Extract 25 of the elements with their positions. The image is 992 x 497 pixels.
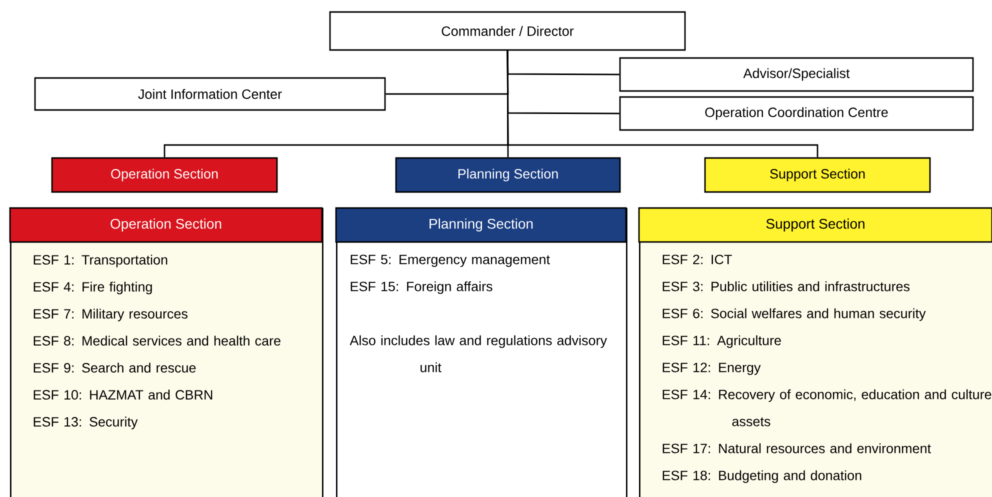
role-box: Advisor/Specialist — [619, 57, 974, 92]
role-box: Joint Information Center — [34, 77, 386, 111]
section-box: Planning Section — [395, 157, 621, 193]
node-label: ESF 10: HAZMAT and CBRN — [34, 390, 212, 400]
function-list: ESF 2: ICT ESF 3: Public utilities and infrastructures ESF 6: Social welfares and human security ESF 11: Agriculture ESF 12: Energy ESF 14: Recovery of economic, education and culture assets ESF 17: Natural resources and environment ESF 18: Budgeting and donation — [662, 254, 992, 483]
node-label: ESF 9: Search and rescue — [34, 362, 196, 373]
panel-header: Support Section — [638, 207, 992, 243]
node-label: Also includes law and regulations advisory unit — [350, 335, 608, 372]
section-box: Operation Section — [51, 157, 278, 193]
function-list: ESF 1: Transportation ESF 4: Fire fighting ESF 7: Military resources ESF 8: Medical services and health care ESF 9: Search and rescue ESF 10: HAZMAT and CBRN ESF 13: Security — [34, 254, 280, 430]
node-label: ESF 1: Transportation — [34, 254, 168, 268]
connector-line — [506, 50, 620, 76]
section-box: Support Section — [704, 157, 931, 193]
node-label: ESF 7: Military resources — [34, 308, 188, 322]
function-list: ESF 5: Emergency management ESF 15: Foreign affairs Also includes law and regulations advisory unit — [350, 254, 607, 372]
node-label: ESF 4: Fire fighting — [34, 282, 152, 294]
role-box: Operation Coordination Centre — [619, 96, 974, 131]
connector-line — [506, 50, 818, 158]
node-label: ESF 5: Emergency management — [350, 254, 550, 267]
panel-header: Operation Section — [9, 207, 323, 243]
role-box: Commander / Director — [329, 11, 686, 51]
node-label: ESF 8: Medical services and health care — [34, 336, 280, 346]
node-label: ESF 13: Security — [34, 416, 138, 430]
node-label: ESF 15: Foreign affairs — [350, 281, 492, 294]
panel-header: Planning Section — [335, 207, 627, 243]
